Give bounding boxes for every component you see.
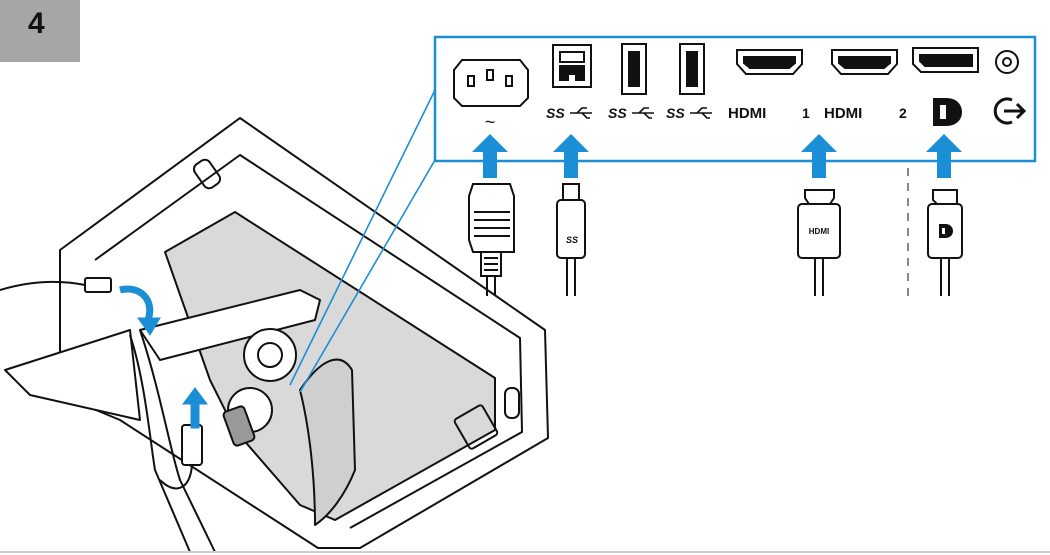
bottom-cable xyxy=(159,464,193,490)
hdmi-1-label: HDMI xyxy=(728,105,766,122)
usb-icon-2 xyxy=(632,107,654,119)
audio-out-icon xyxy=(993,97,1027,125)
usb-a-port-1 xyxy=(621,43,647,95)
usb-a-port-2 xyxy=(679,43,705,95)
cover-sheet xyxy=(299,358,356,526)
handle-cutout-right xyxy=(504,387,520,419)
dp-label: D xyxy=(930,134,931,136)
illustration-arrows xyxy=(119,285,208,429)
arrow-usb xyxy=(553,134,589,178)
arrow-power xyxy=(472,134,508,178)
clip-tab xyxy=(222,405,256,447)
stand-arm xyxy=(4,329,141,421)
usb-plug-label: SS xyxy=(566,235,578,245)
step-number-badge: 4 xyxy=(0,0,80,62)
up-arrow-head xyxy=(182,387,208,405)
dp-cable xyxy=(927,189,963,296)
port-arrows xyxy=(472,134,962,178)
curved-arrow-head xyxy=(137,317,161,336)
usb-label-3: SS xyxy=(666,105,685,121)
left-cable-plug xyxy=(84,277,112,293)
audio-out-port xyxy=(995,50,1019,74)
side-slot-right xyxy=(453,404,499,450)
monitor-illustration xyxy=(0,117,549,553)
power-cable xyxy=(468,183,515,296)
hdmi-labels: HDMI 1 HDMI 2 xyxy=(728,105,907,122)
stand-neck xyxy=(139,289,321,361)
displayport-port xyxy=(912,47,979,73)
dp-plug-logo-icon: D xyxy=(939,224,953,238)
footer-rule xyxy=(0,551,1050,553)
monitor-inner-rim xyxy=(94,154,523,529)
usb-label-2: SS xyxy=(608,105,627,121)
left-cable xyxy=(0,280,86,291)
stand-base-curve xyxy=(129,334,191,553)
hdmi-2-number: 2 xyxy=(899,105,907,121)
bottom-plug xyxy=(181,424,203,466)
mount-hub xyxy=(243,328,297,382)
curved-arrow xyxy=(119,285,154,322)
dp-plug-label: D xyxy=(945,235,946,237)
stand-base-curve-2 xyxy=(139,329,216,553)
usb-b-port xyxy=(552,44,592,88)
usb-cable xyxy=(556,183,586,296)
displayport-logo-icon: D xyxy=(930,98,962,136)
hdmi-cable xyxy=(797,189,841,296)
hdmi-2-label: HDMI xyxy=(824,105,862,122)
usb-label-1: SS xyxy=(546,105,565,121)
ac-symbol: ~ xyxy=(485,112,496,132)
hdmi-plug-label: HDMI xyxy=(809,227,829,236)
usb-trident-icons xyxy=(570,107,712,119)
arrow-dp xyxy=(926,134,962,178)
mount-hub-center xyxy=(257,342,283,368)
hdmi-1-number: 1 xyxy=(802,105,810,121)
arrow-hdmi xyxy=(801,134,837,178)
hdmi-port-2 xyxy=(831,49,898,75)
usb-icon-1 xyxy=(570,107,592,119)
handle-cutout-left xyxy=(192,158,222,190)
usb-labels: SS SS SS xyxy=(546,105,685,121)
ac-power-port xyxy=(453,59,529,107)
hdmi-port-1 xyxy=(736,49,803,75)
usb-icon-3 xyxy=(690,107,712,119)
callout-lines xyxy=(289,89,436,393)
